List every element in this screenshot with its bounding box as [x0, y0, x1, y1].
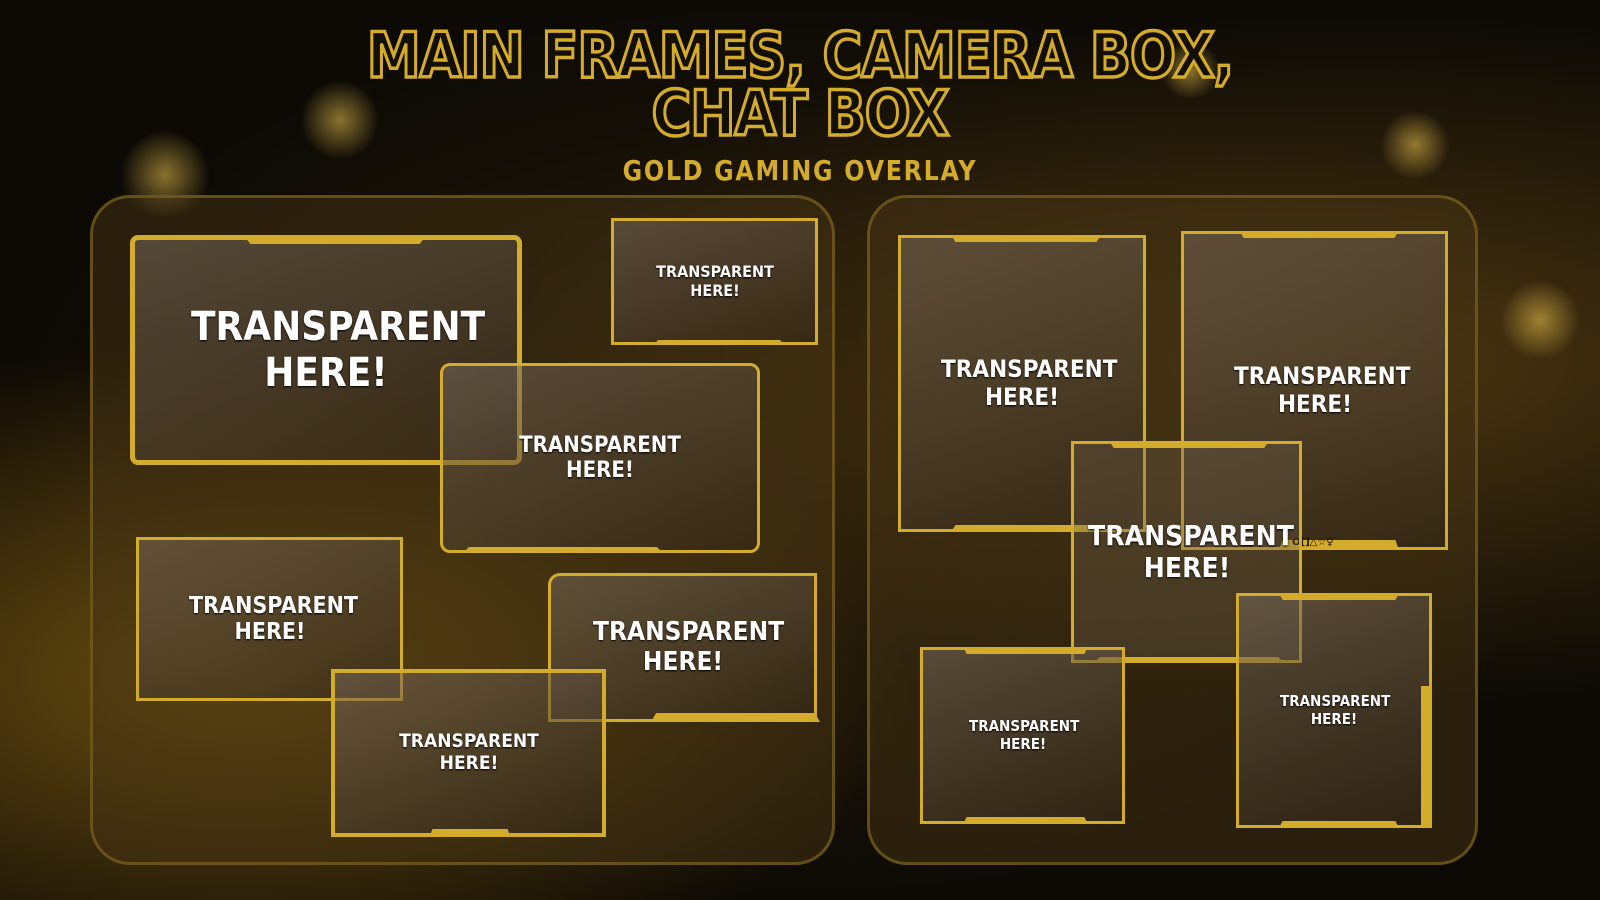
vertical-frame: TRANSPARENT HERE! [898, 235, 1146, 532]
placeholder-label: TRANSPARENT HERE! [592, 616, 784, 677]
frame-accent [1279, 540, 1399, 550]
placeholder-label: TRANSPARENT HERE! [1233, 361, 1410, 418]
bokeh-light [1380, 110, 1450, 180]
bokeh-light [1160, 40, 1220, 100]
symbol-glyphs: O[]△☆♀ [1292, 537, 1334, 548]
frame-accent [654, 340, 784, 345]
frame-accent [651, 713, 820, 722]
frame-accent [245, 237, 425, 244]
camera-box: TRANSPARENT HERE! [440, 363, 760, 553]
frame-accent [1109, 441, 1269, 448]
placeholder-label: TRANSPARENT HERE! [655, 262, 774, 300]
placeholder-label: TRANSPARENT HERE! [941, 354, 1118, 411]
frame-accent [1239, 231, 1399, 238]
placeholder-label: TRANSPARENT HERE! [968, 717, 1079, 753]
frame-accent [963, 817, 1088, 824]
vertical-frame: TRANSPARENT HERE! [1071, 441, 1302, 663]
placeholder-label: TRANSPARENT HERE! [1280, 692, 1391, 728]
vertical-frame: O[]△☆♀ TRANSPARENT HERE! [1181, 231, 1448, 550]
frame-accent [963, 647, 1088, 654]
camera-box: TRANSPARENT HERE! [611, 218, 818, 345]
frame-accent [1421, 686, 1429, 826]
placeholder-label: TRANSPARENT HERE! [1087, 518, 1294, 584]
placeholder-label: TRANSPARENT HERE! [188, 592, 358, 645]
frame-accent [1094, 657, 1284, 663]
camera-box: TRANSPARENT HERE! [331, 669, 606, 837]
frame-accent [430, 829, 510, 836]
frame-accent [463, 547, 663, 553]
subtitle: GOLD GAMING OVERLAY [622, 154, 978, 187]
frame-accent [951, 235, 1101, 242]
placeholder-label: TRANSPARENT HERE! [398, 730, 539, 774]
vertical-frame: TRANSPARENT HERE! [1236, 593, 1432, 828]
frame-accent [1279, 821, 1399, 828]
bokeh-light [1500, 280, 1580, 360]
bokeh-light [300, 80, 380, 160]
title-line-2: CHAT BOX [650, 76, 951, 152]
frame-accent [951, 525, 1101, 532]
placeholder-label: TRANSPARENT HERE! [519, 432, 681, 483]
frame-accent [1279, 593, 1399, 600]
vertical-frame: TRANSPARENT HERE! [920, 647, 1125, 824]
title-line-1: MAIN FRAMES, CAMERA BOX, [365, 18, 1235, 94]
placeholder-label: TRANSPARENT HERE! [191, 304, 486, 396]
